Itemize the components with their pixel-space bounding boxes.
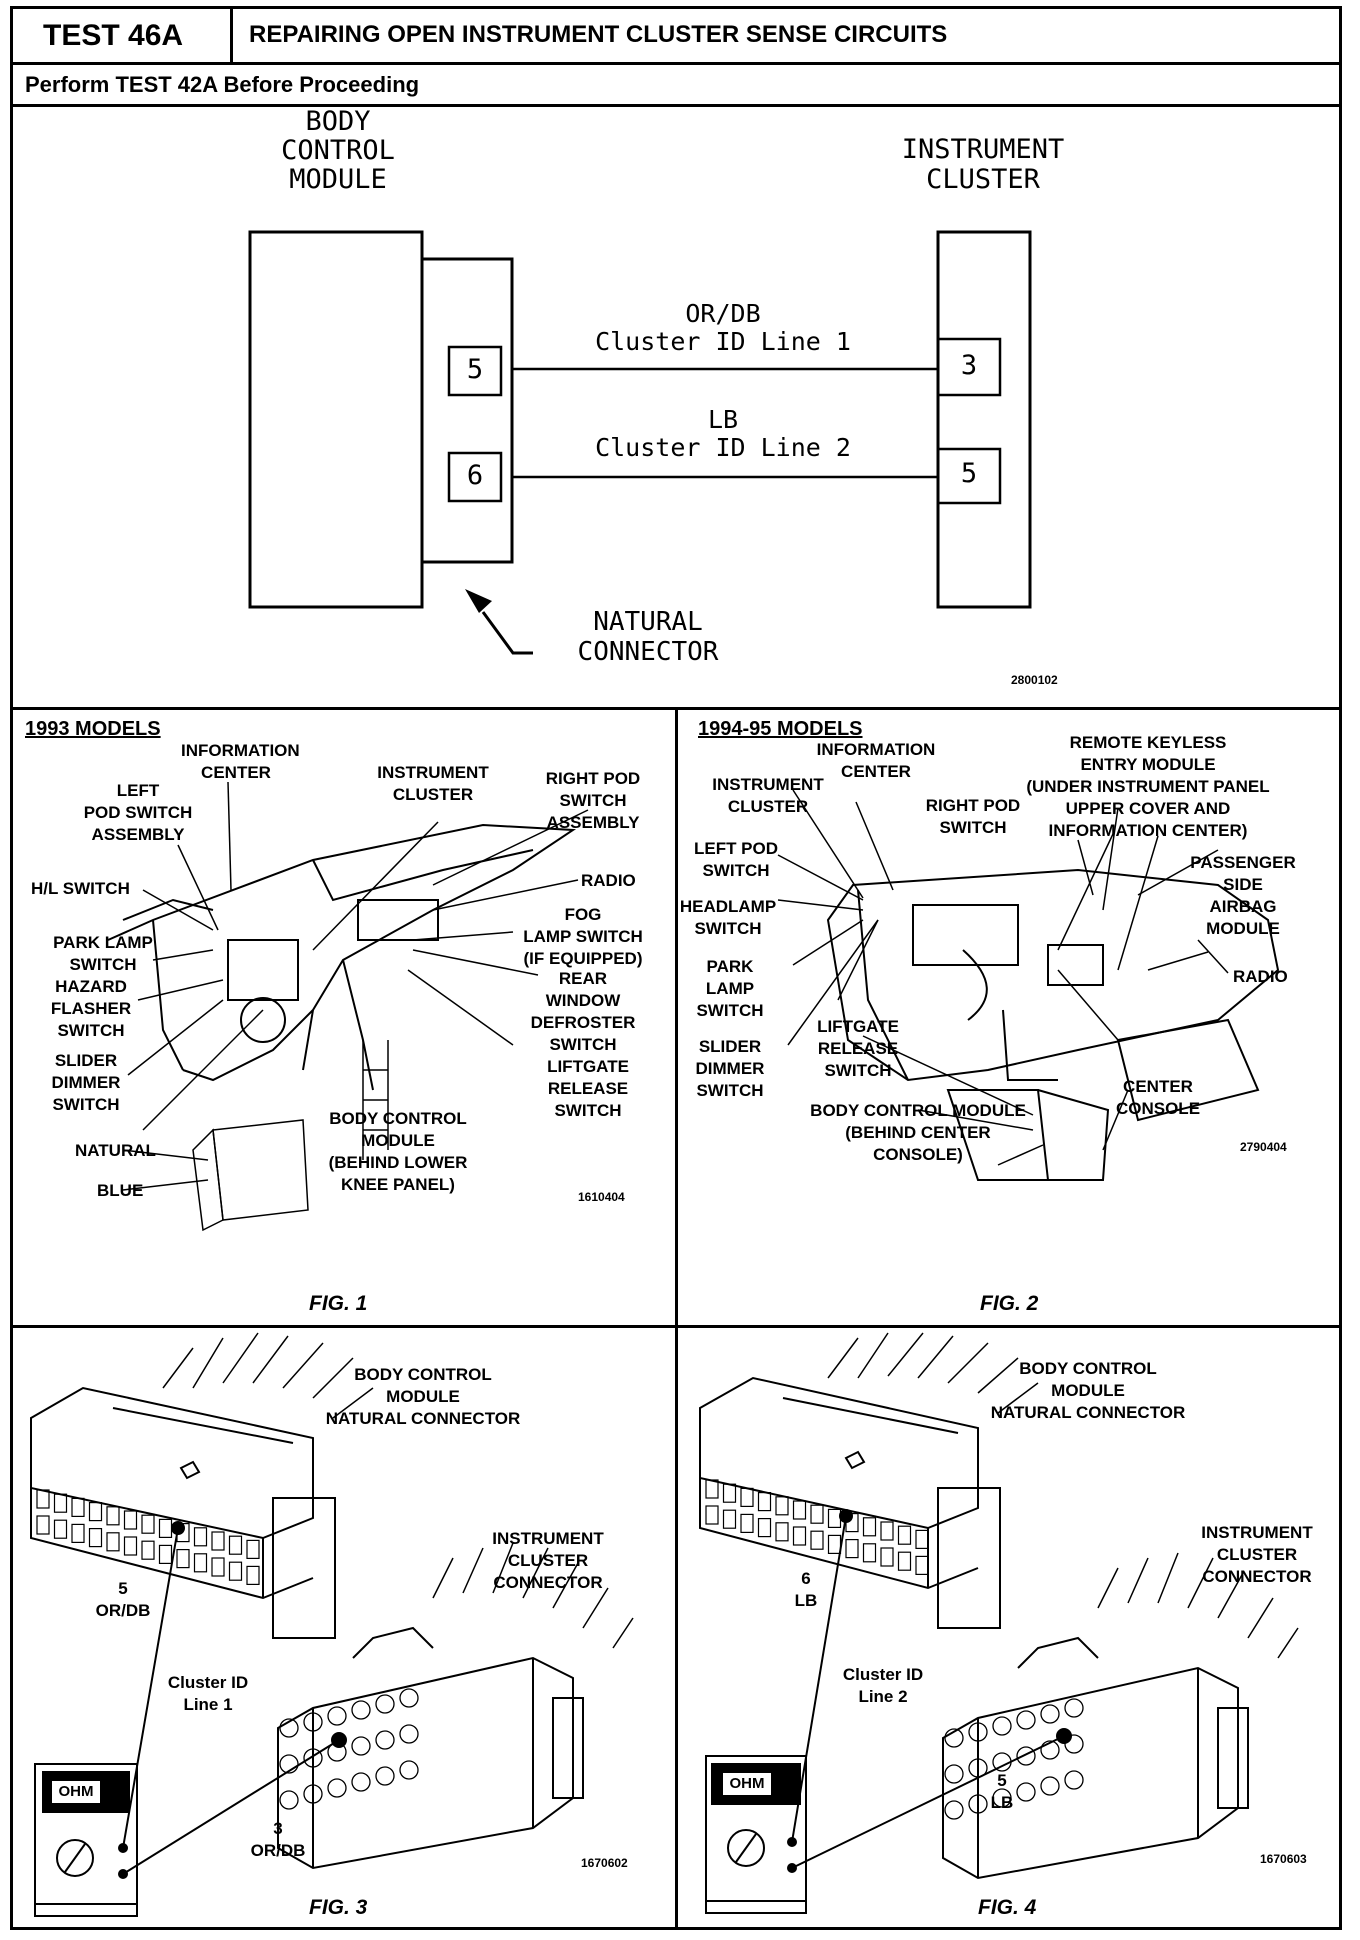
bcm-pin-6: 6 bbox=[466, 460, 484, 491]
fig1-natural-label: NATURAL bbox=[75, 1141, 156, 1160]
fig4-ohmmeter bbox=[705, 1755, 807, 1914]
fig1-ref: 1610404 bbox=[578, 1190, 625, 1204]
fig1-heading: 1993 MODELS bbox=[25, 718, 161, 740]
connector-arrow-head bbox=[465, 589, 492, 613]
fig4-probe-point-bottom bbox=[1056, 1728, 1072, 1744]
header-row: TEST 46A REPAIRING OPEN INSTRUMENT CLUST… bbox=[13, 9, 1339, 65]
schematic-drawing bbox=[248, 230, 1032, 655]
fig3-connector-drawing bbox=[30, 1332, 634, 1917]
bcm-pin-5-box bbox=[447, 345, 503, 397]
bcm-box bbox=[248, 230, 424, 609]
fig1-caption: FIG. 1 bbox=[309, 1292, 368, 1315]
diagram-sheet: TEST 46A REPAIRING OPEN INSTRUMENT CLUST… bbox=[10, 6, 1342, 1930]
fig2-ref: 2790404 bbox=[1240, 1140, 1287, 1154]
wire1-name: Cluster ID Line 1 bbox=[595, 327, 851, 356]
fig1-blue-label: BLUE bbox=[97, 1181, 144, 1200]
fig3-ref: 1670602 bbox=[581, 1856, 628, 1870]
fig3-caption: FIG. 3 bbox=[309, 1896, 368, 1919]
fig3-probe-point-bottom bbox=[331, 1732, 347, 1748]
divider-vertical bbox=[675, 707, 678, 1927]
fig4-caption: FIG. 4 bbox=[978, 1896, 1037, 1919]
cluster-pin-3-box bbox=[936, 337, 1002, 397]
fig2-radio-label: RADIO bbox=[1233, 967, 1288, 986]
fig4-connector-drawing bbox=[699, 1332, 1299, 1914]
fig2-dashboard-drawing bbox=[777, 789, 1280, 1181]
fig3-ohmmeter bbox=[34, 1763, 138, 1917]
bcm-pin-6-box bbox=[447, 451, 503, 503]
fig2-caption: FIG. 2 bbox=[980, 1292, 1039, 1315]
fig3-probe-point-top bbox=[171, 1521, 185, 1535]
schematic-ref: 2800102 bbox=[1011, 673, 1058, 687]
fig3-meter-label: OHM bbox=[58, 1783, 94, 1800]
fig3-bcm-pin-row bbox=[36, 1489, 260, 1585]
fig4-cluster-pin-row bbox=[944, 1698, 1084, 1820]
connector-arrow-line bbox=[481, 611, 533, 655]
fig1-radio-label: RADIO bbox=[581, 871, 636, 890]
subheader: Perform TEST 42A Before Proceeding bbox=[13, 65, 1339, 107]
cluster-pin-5: 5 bbox=[960, 458, 978, 489]
cluster-box bbox=[936, 230, 1032, 609]
fig4-ref: 1670603 bbox=[1260, 1852, 1307, 1866]
wire2-name: Cluster ID Line 2 bbox=[595, 433, 851, 462]
cluster-pin-3: 3 bbox=[960, 350, 978, 381]
fig3-cluster-pin-row bbox=[279, 1688, 419, 1810]
fig4-bcm-pin-row bbox=[705, 1479, 929, 1575]
bcm-connector-box bbox=[420, 257, 514, 564]
wire2-color: LB bbox=[707, 405, 739, 434]
fig4-meter-label: OHM bbox=[729, 1775, 765, 1792]
fig1-hl-switch-label: H/L SWITCH bbox=[31, 879, 130, 898]
wire1-color: OR/DB bbox=[685, 299, 761, 328]
page-title: REPAIRING OPEN INSTRUMENT CLUSTER SENSE … bbox=[249, 21, 948, 48]
test-label: TEST 46A bbox=[13, 9, 233, 62]
fig2-heading: 1994-95 MODELS bbox=[698, 718, 863, 740]
fig4-probe-point-top bbox=[839, 1509, 853, 1523]
fig1-dashboard-drawing bbox=[107, 781, 589, 1232]
bcm-pin-5: 5 bbox=[466, 354, 484, 385]
